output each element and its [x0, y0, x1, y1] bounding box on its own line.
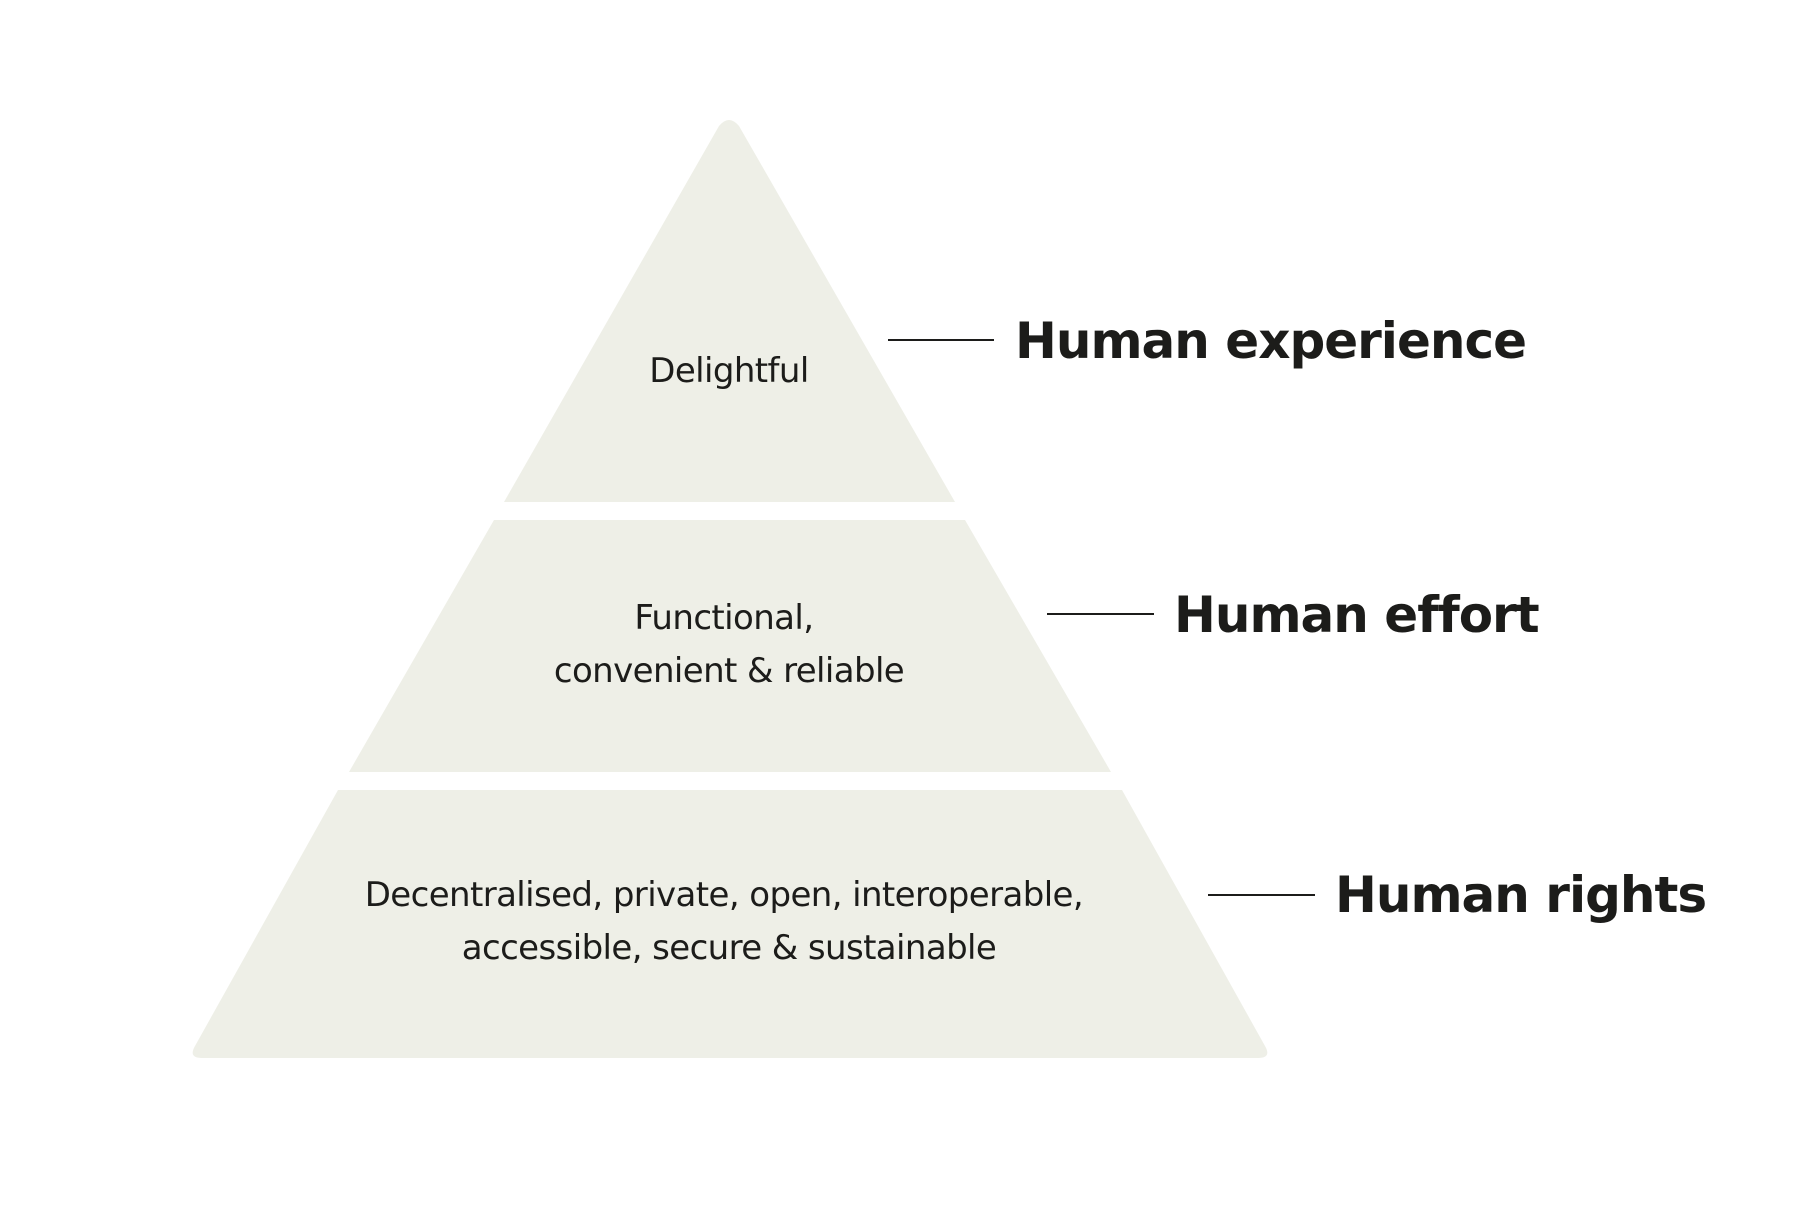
tier-bottom: Decentralised, private, open, interopera…	[192, 790, 1707, 1058]
tier-top-line-1: Delightful	[649, 351, 808, 391]
tier-middle-line-2: convenient & reliable	[554, 651, 904, 691]
svg-text:Functional, convenient &: Functional, convenient & reliable	[554, 598, 904, 691]
tier-middle-line-1: Functional,	[634, 598, 813, 638]
tier-bottom-line-2: accessible, secure & sustainable	[462, 928, 996, 968]
tier-middle: Functional, convenient & reliable Human …	[349, 520, 1540, 772]
svg-text:Decentralised, private, open,: Decentralised, private, open, interopera…	[365, 875, 1094, 968]
tier-bottom-line-1: Decentralised, private, open, interopera…	[365, 875, 1083, 915]
svg-text:Delightful: Delightful	[649, 351, 808, 391]
label-human-experience: Human experience	[1015, 312, 1526, 370]
label-human-effort: Human effort	[1174, 586, 1539, 644]
tier-middle-shape	[349, 520, 1111, 772]
label-human-rights: Human rights	[1335, 866, 1706, 924]
tier-top-shape	[504, 120, 955, 502]
tier-top: Delightful Human experience	[504, 120, 1527, 502]
tier-bottom-shape	[192, 790, 1268, 1058]
